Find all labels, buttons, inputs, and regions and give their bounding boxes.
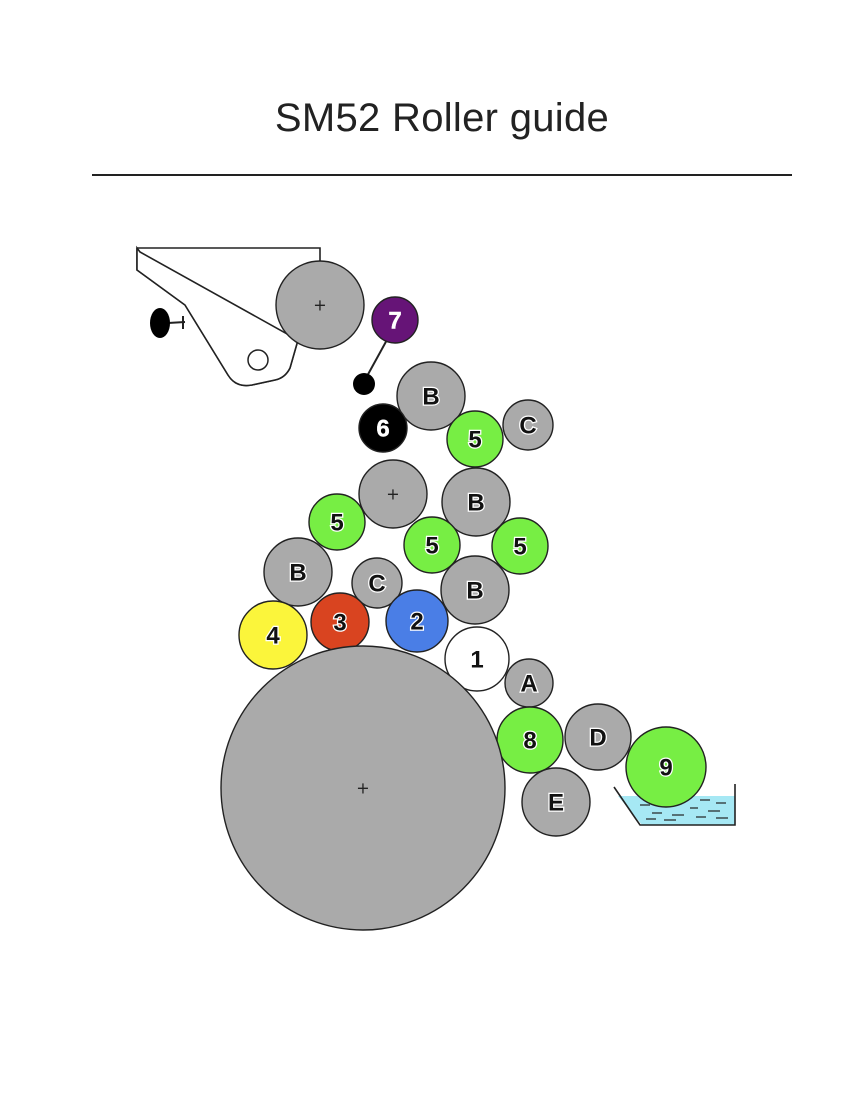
title-divider: [92, 174, 792, 176]
roller-a-label: A: [520, 671, 537, 698]
page-title: SM52 Roller guide: [274, 96, 610, 140]
plate-cylinder-circle: [220, 645, 506, 931]
roller-2-label: 2: [410, 609, 423, 636]
roller-a: A: [504, 658, 554, 708]
drum-top: +: [275, 260, 365, 350]
roller-6-label: 6: [376, 416, 389, 443]
roller-7-circle: [371, 296, 419, 344]
drum-mid-circle: [358, 459, 428, 529]
roller-b-4-label: B: [466, 578, 483, 605]
roller-5-3: 5: [403, 516, 461, 574]
roller-b-4-circle: [440, 555, 510, 625]
drum-top-circle: [275, 260, 365, 350]
roller-2-circle: [385, 589, 449, 653]
roller-4-circle: [238, 600, 308, 670]
roller-7-link: [365, 337, 389, 379]
roller-b-3: B: [263, 537, 333, 607]
roller-5-2: 5: [308, 493, 366, 551]
roller-c-2: C: [351, 557, 403, 609]
roller-1-label: 1: [470, 647, 483, 674]
plate-cylinder-center-mark: +: [356, 779, 369, 798]
roller-e-circle: [521, 767, 591, 837]
roller-5-1-circle: [446, 410, 504, 468]
roller-b-4: B: [440, 555, 510, 625]
roller-7-label: 7: [388, 308, 401, 335]
water-pan-outline: [613, 784, 736, 826]
roller-7-link-pivot: [353, 373, 375, 395]
roller-d: D: [564, 703, 632, 771]
roller-1: 1: [444, 626, 510, 692]
roller-9-circle: [625, 726, 707, 808]
roller-5-4-label: 5: [513, 534, 526, 561]
roller-3-label: 3: [333, 610, 346, 637]
roller-b-1-label: B: [422, 384, 439, 411]
roller-e-label: E: [548, 790, 564, 817]
roller-7: 7: [371, 296, 419, 344]
drum-top-center-mark: +: [313, 296, 326, 315]
roller-c-1-label: C: [519, 413, 536, 440]
roller-5-3-label: 5: [425, 533, 438, 560]
roller-c-2-label: C: [368, 571, 385, 598]
roller-e: E: [521, 767, 591, 837]
roller-b-3-circle: [263, 537, 333, 607]
pivot-hole: [247, 349, 269, 371]
roller-5-3-circle: [403, 516, 461, 574]
roller-6-circle: [358, 403, 408, 453]
roller-b-2: B: [441, 467, 511, 537]
roller-c-2-circle: [351, 557, 403, 609]
roller-5-4-circle: [491, 517, 549, 575]
roller-c-1-circle: [502, 399, 554, 451]
roller-8-label: 8: [523, 728, 536, 755]
roller-b-1: B: [396, 361, 466, 431]
drum-mid-center-mark: +: [386, 485, 399, 504]
roller-6: 6: [358, 403, 408, 453]
drum-mid: +: [358, 459, 428, 529]
roller-b-2-circle: [441, 467, 511, 537]
roller-4-label: 4: [266, 623, 280, 650]
roller-8: 8: [496, 706, 564, 774]
water-ripples: [640, 799, 728, 821]
adjuster-knob: [150, 308, 170, 338]
roller-d-circle: [564, 703, 632, 771]
roller-5-2-label: 5: [330, 510, 343, 537]
roller-2: 2: [385, 589, 449, 653]
roller-9-label: 9: [659, 755, 672, 782]
roller-b-2-label: B: [467, 490, 484, 517]
roller-b-3-label: B: [289, 560, 306, 587]
water-pan-body: [618, 796, 735, 825]
roller-3: 3: [310, 592, 370, 652]
water-pan: [613, 784, 736, 826]
roller-1-circle: [444, 626, 510, 692]
ink-fountain-arm: [136, 245, 321, 387]
plate-cylinder: +: [220, 645, 506, 931]
roller-d-label: D: [589, 725, 606, 752]
roller-9: 9: [625, 726, 707, 808]
roller-c-1: C: [502, 399, 554, 451]
roller-5-1-label: 5: [468, 427, 481, 454]
roller-4: 4: [238, 600, 308, 670]
roller-5-4: 5: [491, 517, 549, 575]
roller-5-1: 5: [446, 410, 504, 468]
roller-b-1-circle: [396, 361, 466, 431]
roller-5-2-circle: [308, 493, 366, 551]
